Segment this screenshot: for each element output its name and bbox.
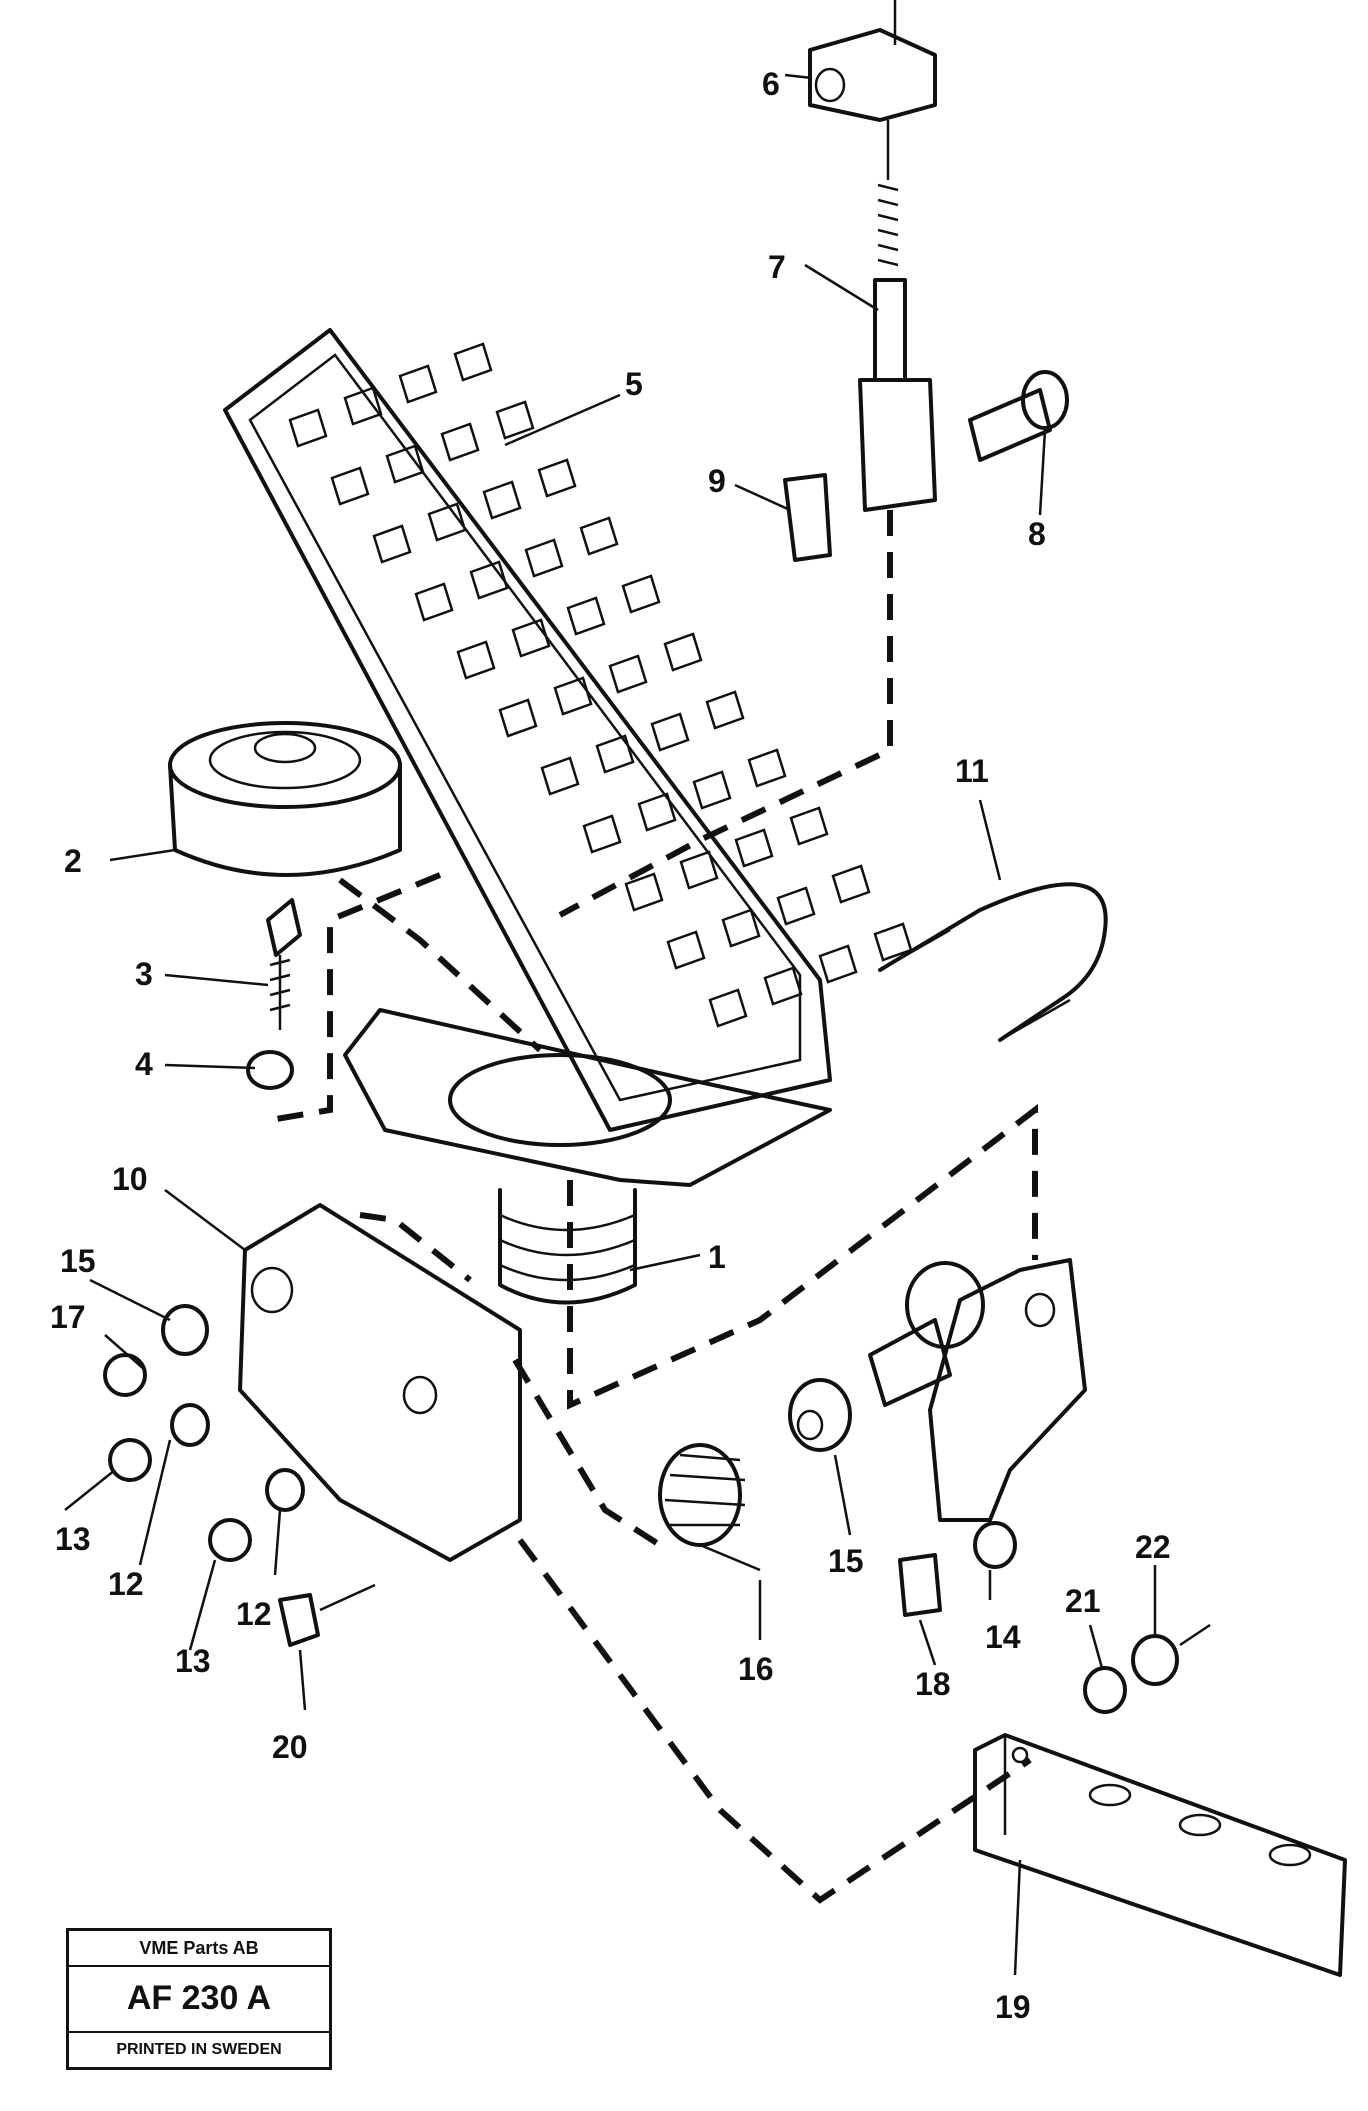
- callout-3: 3: [135, 956, 153, 992]
- tread-cell: [540, 756, 580, 796]
- tread-cell: [705, 690, 745, 730]
- tread-cell: [818, 944, 858, 984]
- tread-cell: [456, 640, 496, 680]
- tread-cell: [831, 864, 871, 904]
- callout-9: 9: [708, 463, 726, 499]
- tread-cell: [511, 618, 551, 658]
- tread-cell: [692, 770, 732, 810]
- tread-cell: [579, 516, 619, 556]
- callout-11: 11: [955, 753, 989, 789]
- callout-2: 2: [64, 843, 82, 879]
- tread-cell: [469, 560, 509, 600]
- tread-cell: [637, 792, 677, 832]
- callout-13b: 13: [175, 1643, 211, 1679]
- drawing-code: AF 230 A: [69, 1965, 329, 2033]
- tread-cell: [330, 466, 370, 506]
- tread-cell: [624, 872, 664, 912]
- callout-4: 4: [135, 1046, 153, 1082]
- callout-8: 8: [1028, 516, 1046, 552]
- callout-1: 1: [708, 1239, 726, 1275]
- callout-21: 21: [1065, 1583, 1101, 1619]
- callout-5: 5: [625, 366, 643, 402]
- tread-cell: [537, 458, 577, 498]
- tread-cell: [427, 502, 467, 542]
- callout-14: 14: [985, 1619, 1021, 1655]
- tread-cell: [524, 538, 564, 578]
- rubber-cap: [168, 721, 402, 877]
- tread-cell: [650, 712, 690, 752]
- bracket-hardware: [103, 1304, 376, 1647]
- threaded-rod: [858, 120, 937, 512]
- tread-cell: [372, 524, 412, 564]
- company-name: VME Parts AB: [69, 1931, 329, 1967]
- callout-20: 20: [272, 1729, 308, 1765]
- assembly-guide-lines: [269, 510, 1038, 1904]
- callout-22: 22: [1135, 1529, 1171, 1565]
- cable-loop: [878, 882, 1108, 1042]
- washer-and-clip: [898, 1521, 1017, 1617]
- callout-10: 10: [112, 1161, 148, 1197]
- tread-cell: [582, 814, 622, 854]
- tread-cell: [288, 408, 328, 448]
- cable-block: [808, 0, 937, 122]
- tread-cell: [789, 806, 829, 846]
- callout-6: 6: [762, 66, 780, 102]
- nut-and-washer: [1083, 1623, 1211, 1714]
- tread-cell: [482, 480, 522, 520]
- lever-arm: [868, 1258, 1087, 1522]
- bushing: [788, 1378, 852, 1452]
- clevis-pin: [968, 370, 1069, 462]
- mounting-bracket: [238, 1203, 522, 1562]
- return-spring: [658, 1443, 761, 1572]
- tread-cell: [663, 632, 703, 672]
- spring-clip: [783, 473, 832, 562]
- tread-cell: [440, 422, 480, 462]
- pivot-housing: [343, 1008, 832, 1305]
- tread-cell: [679, 850, 719, 890]
- tread-cell: [747, 748, 787, 788]
- tread-cell: [495, 400, 535, 440]
- tread-cell: [343, 386, 383, 426]
- tread-cell: [453, 342, 493, 382]
- callout-12b: 12: [236, 1596, 272, 1632]
- tread-cell: [414, 582, 454, 622]
- tread-cell: [734, 828, 774, 868]
- tread-cell: [708, 988, 748, 1028]
- pedal-tread-pattern: [288, 342, 913, 1028]
- callout-leaders: [64, 73, 1157, 1976]
- callout-17: 17: [50, 1299, 86, 1335]
- callout-7: 7: [768, 249, 786, 285]
- tread-cell: [398, 364, 438, 404]
- tread-cell: [608, 654, 648, 694]
- callout-18: 18: [915, 1666, 951, 1702]
- tread-cell: [595, 734, 635, 774]
- mounting-plate: [973, 1733, 1347, 1977]
- tread-cell: [498, 698, 538, 738]
- printed-note: PRINTED IN SWEDEN: [116, 2041, 282, 2058]
- callout-numbers: 1 2 3 4 5 6 7 8 9 10 11 12 12 13 13 14 1…: [50, 66, 1171, 2025]
- tread-cell: [621, 574, 661, 614]
- pedal-plate: [223, 328, 913, 1132]
- callout-12a: 12: [108, 1566, 144, 1602]
- callout-15a: 15: [60, 1243, 96, 1279]
- tread-cell: [776, 886, 816, 926]
- callout-15b: 15: [828, 1543, 864, 1579]
- tread-cell: [553, 676, 593, 716]
- callout-19: 19: [995, 1989, 1031, 2025]
- tread-cell: [721, 908, 761, 948]
- bolt-and-nut: [246, 898, 302, 1090]
- tread-cell: [385, 444, 425, 484]
- tread-cell: [666, 930, 706, 970]
- tread-cell: [566, 596, 606, 636]
- title-block: VME Parts AB AF 230 A PRINTED IN SWEDEN: [66, 1928, 332, 2070]
- callout-13a: 13: [55, 1521, 91, 1557]
- callout-16: 16: [738, 1651, 774, 1687]
- tread-cell: [763, 966, 803, 1006]
